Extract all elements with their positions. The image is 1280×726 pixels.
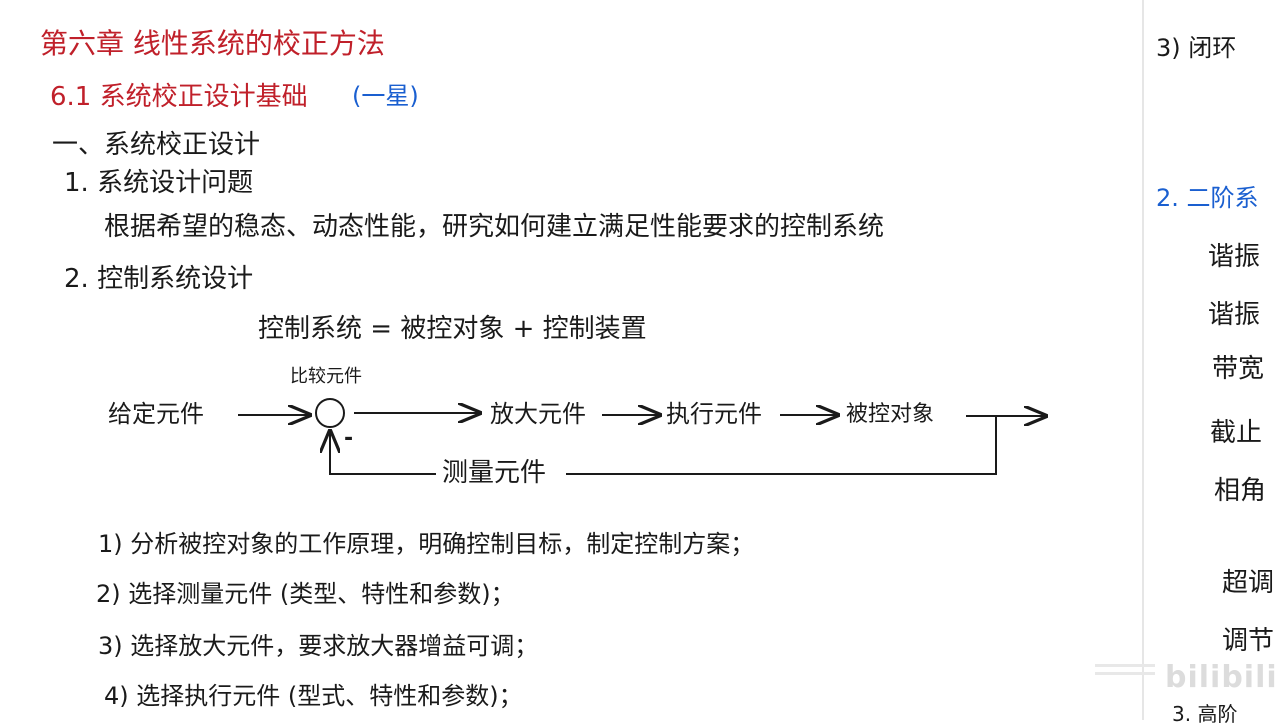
feedback-path-left	[330, 431, 436, 475]
right-line-3: 带宽	[1212, 354, 1265, 384]
feedback-path-right	[566, 416, 997, 475]
block-diagram	[238, 398, 1140, 475]
watermark-bar	[1095, 664, 1155, 667]
step-1: 1) 分析被控对象的工作原理，明确控制目标，制定控制方案；	[98, 530, 755, 558]
item1-title: 1. 系统设计问题	[64, 168, 254, 198]
right-bottom-item: 3. 高阶	[1172, 702, 1238, 726]
right-line-6: 超调	[1222, 568, 1275, 598]
watermark-bar	[1095, 672, 1155, 675]
step-3: 3) 选择放大元件，要求放大器增益可调；	[98, 632, 539, 660]
step-4: 4) 选择执行元件 (型式、特性和参数)；	[104, 682, 523, 710]
right-line-7: 调节	[1222, 626, 1275, 656]
section-tag: (一星)	[352, 82, 419, 110]
step-2: 2) 选择测量元件 (类型、特性和参数)；	[96, 580, 515, 608]
item2-title: 2. 控制系统设计	[64, 264, 254, 294]
right-line-5: 相角	[1214, 476, 1267, 506]
bilibili-watermark: bilibili	[1165, 660, 1278, 695]
right-line-2: 谐振	[1208, 300, 1261, 330]
plant-label: 被控对象	[846, 402, 935, 427]
feedback-minus-sign: -	[344, 426, 354, 451]
amplifier-label: 放大元件	[490, 400, 586, 428]
comparator-label: 比较元件	[290, 366, 362, 387]
comparator-circle	[315, 398, 345, 428]
right-section-2: 2. 二阶系	[1156, 184, 1259, 212]
chapter-title: 第六章 线性系统的校正方法	[40, 27, 385, 60]
right-item-3: 3) 闭环	[1156, 34, 1237, 62]
outline-heading: 一、系统校正设计	[52, 130, 261, 160]
right-line-4: 截止	[1210, 418, 1263, 448]
sensor-label: 测量元件	[442, 458, 547, 488]
control-equation: 控制系统 = 被控对象 + 控制装置	[258, 314, 647, 344]
actuator-label: 执行元件	[666, 400, 762, 428]
section-title: 6.1 系统校正设计基础	[50, 82, 308, 112]
item1-body: 根据希望的稳态、动态性能，研究如何建立满足性能要求的控制系统	[104, 212, 885, 242]
page-divider	[1142, 0, 1144, 720]
input-element-label: 给定元件	[108, 400, 204, 428]
right-line-1: 谐振	[1208, 242, 1261, 272]
